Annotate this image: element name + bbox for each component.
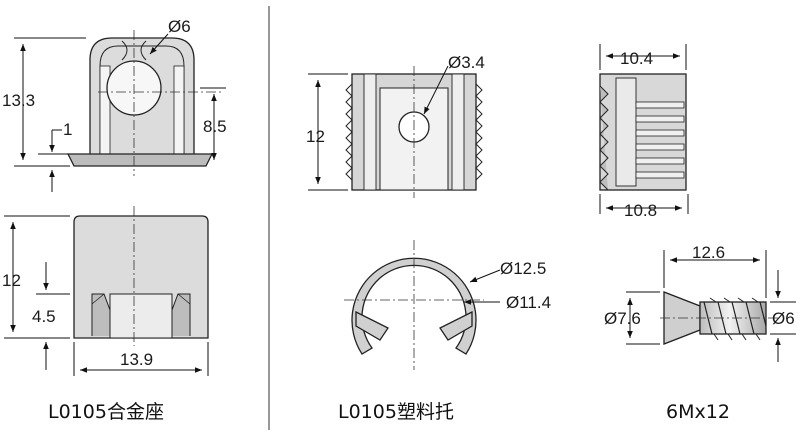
dim-height-12: 12 [2,271,21,290]
dim-hole-8-5: 8.5 [203,117,227,136]
holder-top-dimensions: Ø12.5 Ø11.4 [464,259,551,312]
dim-top-10-4: 10.4 [620,49,653,68]
dim-head-7-6: Ø7.6 [604,309,641,328]
holder-front-view [345,66,483,198]
dim-thread-6: Ø6 [772,309,795,328]
caption-screw: 6Mx12 [666,401,730,423]
dim-length-12-6: 12.6 [692,243,725,262]
holder-front-dimensions: Ø3.4 12 [306,53,485,191]
base-front-dimensions: Ø6 13.3 1 8.5 [2,17,227,192]
dim-bottom-10-8: 10.8 [624,201,657,220]
screw-dimensions: 12.6 Ø7.6 Ø6 [604,243,796,362]
base-front-view [66,30,224,176]
dim-rim-1: 1 [63,120,72,139]
dim-hole-3-4: Ø3.4 [448,53,485,72]
dim-dia-6: Ø6 [168,17,191,36]
dim-outer-12-5: Ø12.5 [500,259,546,278]
dim-lower-4-5: 4.5 [32,307,56,326]
caption-holder: L0105塑料托 [338,401,454,423]
dim-width-13-9: 13.9 [120,350,153,369]
base-side-dimensions: 12 4.5 13.9 [2,215,209,376]
holder-side-view [599,73,687,191]
base-side-view [73,206,209,346]
dim-inner-11-4: Ø11.4 [506,293,551,312]
dim-holder-height-12: 12 [306,127,325,146]
holder-top-view [344,240,484,370]
screw-view [660,291,780,345]
side-view-dimensions: 10.4 10.8 [599,44,689,220]
caption-base: L0105合金座 [48,401,164,423]
dim-height-13-3: 13.3 [2,91,35,110]
